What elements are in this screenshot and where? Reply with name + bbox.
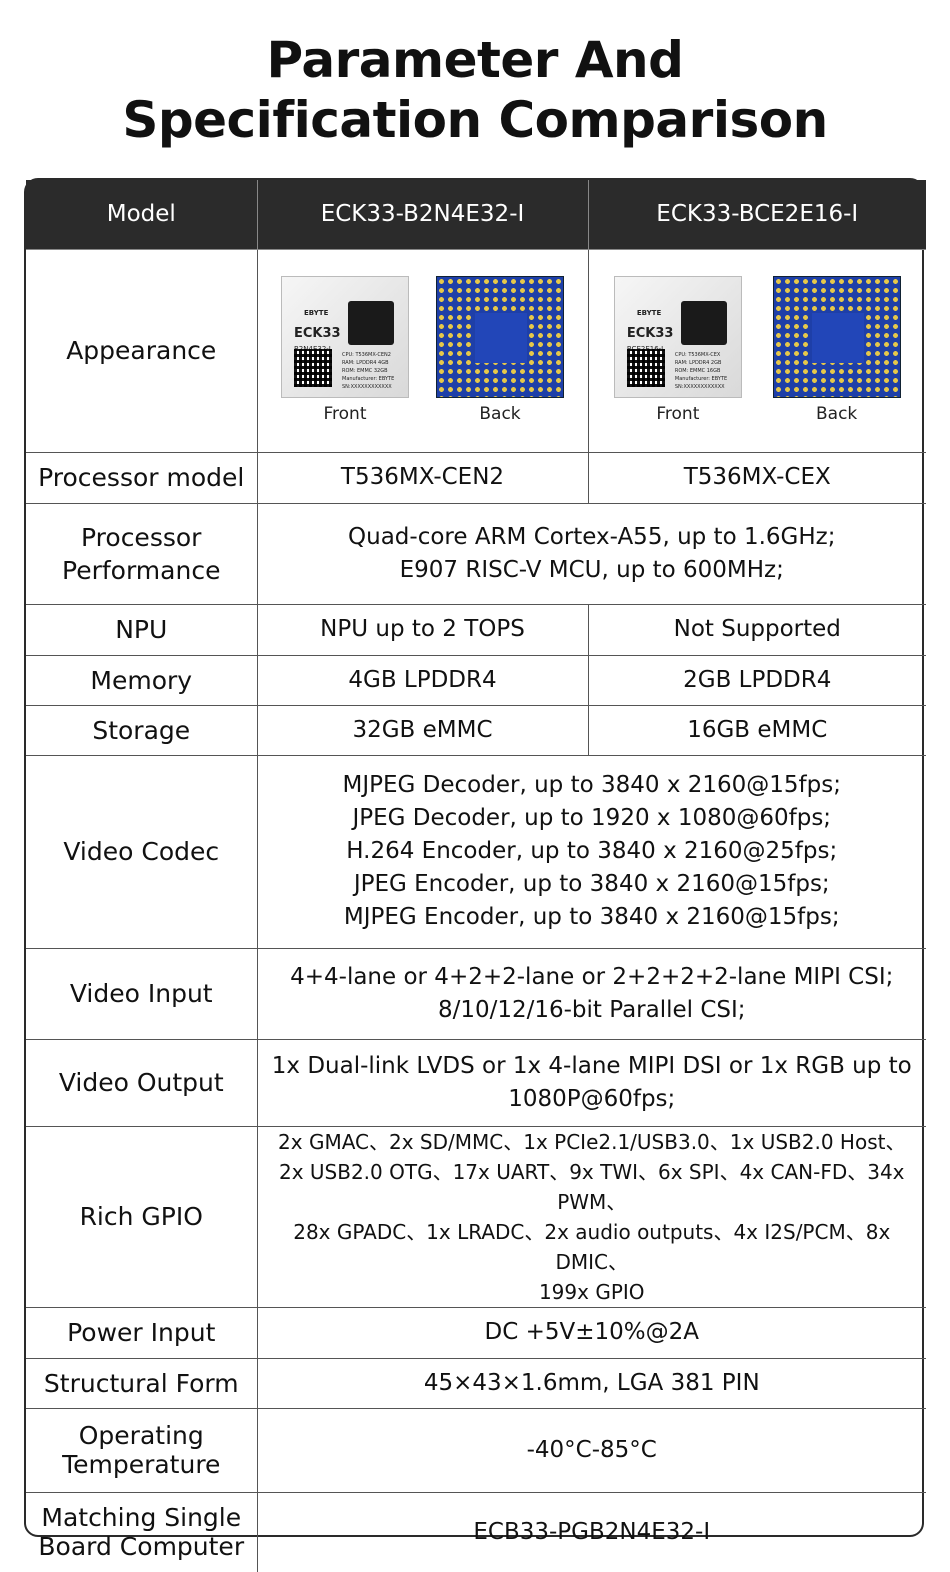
label-storage: Storage xyxy=(26,704,258,756)
row-operating-temperature: Operating Temperature -40°C-85°C xyxy=(26,1407,926,1493)
row-memory: Memory 4GB LPDDR4 2GB LPDDR4 xyxy=(26,654,926,706)
row-appearance: Appearance EBYTE ECK33 B2N4E32-I CPU: T5… xyxy=(26,248,926,453)
caption-back: Back xyxy=(815,403,858,424)
label-rich-gpio: Rich GPIO xyxy=(26,1125,258,1308)
row-storage: Storage 32GB eMMC 16GB eMMC xyxy=(26,704,926,756)
label-appearance: Appearance xyxy=(26,248,258,453)
row-processor-performance: Processor Performance Quad-core ARM Cort… xyxy=(26,502,926,605)
label-processor-performance: Processor Performance xyxy=(26,502,258,605)
label-video-input: Video Input xyxy=(26,947,258,1040)
row-processor-model: Processor model T536MX-CEN2 T536MX-CEX xyxy=(26,451,926,504)
memory-col2: 2GB LPDDR4 xyxy=(587,654,926,706)
chip-brand: EBYTE xyxy=(304,308,329,317)
header-col1: ECK33-B2N4E32-I xyxy=(256,180,589,250)
label-operating-temperature: Operating Temperature xyxy=(26,1407,258,1493)
qr-code-icon xyxy=(294,348,332,387)
header-col2: ECK33-BCE2E16-I xyxy=(587,180,926,250)
title-line-1: Parameter And xyxy=(266,31,684,89)
label-power-input: Power Input xyxy=(26,1306,258,1359)
appearance-col2: EBYTE ECK33 BCE2E16-I CPU: T536MX-CEXRAM… xyxy=(587,248,926,453)
processor-performance-value: Quad-core ARM Cortex-A55, up to 1.6GHz; … xyxy=(256,502,926,605)
chip-brand: EBYTE xyxy=(636,308,662,317)
storage-col1: 32GB eMMC xyxy=(256,704,589,756)
operating-temperature-value: -40°C-85°C xyxy=(256,1407,926,1493)
header-model: Model xyxy=(26,180,258,250)
chip-die xyxy=(680,300,727,345)
rich-gpio-value: 2x GMAC、2x SD/MMC、1x PCIe2.1/USB3.0、1x U… xyxy=(256,1125,926,1308)
npu-col1: NPU up to 2 TOPS xyxy=(256,603,589,656)
label-matching-sbc: Matching Single Board Computer xyxy=(26,1491,258,1572)
power-input-value: DC +5V±10%@2A xyxy=(256,1306,926,1359)
label-video-codec: Video Codec xyxy=(26,754,258,949)
chip-back-image xyxy=(436,275,564,398)
chip-front-image: EBYTE ECK33 B2N4E32-I CPU: T536MX-CEN2RA… xyxy=(281,275,409,398)
qr-code-icon xyxy=(626,348,665,387)
row-structural-form: Structural Form 45×43×1.6mm, LGA 381 PIN xyxy=(26,1357,926,1409)
row-matching-sbc: Matching Single Board Computer ECB33-PGB… xyxy=(26,1491,926,1572)
processor-model-col2: T536MX-CEX xyxy=(587,451,926,504)
row-video-output: Video Output 1x Dual-link LVDS or 1x 4-l… xyxy=(26,1038,926,1127)
row-video-input: Video Input 4+4-lane or 4+2+2-lane or 2+… xyxy=(26,947,926,1040)
chip-die xyxy=(348,300,394,345)
processor-model-col1: T536MX-CEN2 xyxy=(256,451,589,504)
chip-front-image: EBYTE ECK33 BCE2E16-I CPU: T536MX-CEXRAM… xyxy=(613,275,742,398)
label-memory: Memory xyxy=(26,654,258,706)
memory-col1: 4GB LPDDR4 xyxy=(256,654,589,706)
row-power-input: Power Input DC +5V±10%@2A xyxy=(26,1306,926,1359)
caption-back: Back xyxy=(479,403,521,424)
caption-front: Front xyxy=(656,403,700,424)
row-video-codec: Video Codec MJPEG Decoder, up to 3840 x … xyxy=(26,754,926,949)
label-structural-form: Structural Form xyxy=(26,1357,258,1409)
matching-sbc-value: ECB33-PGB2N4E32-I xyxy=(256,1491,926,1572)
chip-back-image xyxy=(772,275,901,398)
label-npu: NPU xyxy=(26,603,258,656)
chip-model: ECK33 xyxy=(626,325,674,341)
label-video-output: Video Output xyxy=(26,1038,258,1127)
spec-table: Model ECK33-B2N4E32-I ECK33-BCE2E16-I Ap… xyxy=(24,178,926,1572)
video-codec-value: MJPEG Decoder, up to 3840 x 2160@15fps; … xyxy=(256,754,926,949)
label-processor-model: Processor model xyxy=(26,451,258,504)
storage-col2: 16GB eMMC xyxy=(587,704,926,756)
structural-form-value: 45×43×1.6mm, LGA 381 PIN xyxy=(256,1357,926,1409)
row-npu: NPU NPU up to 2 TOPS Not Supported xyxy=(26,603,926,656)
header-row: Model ECK33-B2N4E32-I ECK33-BCE2E16-I xyxy=(26,180,926,250)
video-input-value: 4+4-lane or 4+2+2-lane or 2+2+2+2-lane M… xyxy=(256,947,926,1040)
page-title: Parameter And Specification Comparison xyxy=(0,30,950,150)
chip-model: ECK33 xyxy=(294,325,341,341)
npu-col2: Not Supported xyxy=(587,603,926,656)
row-rich-gpio: Rich GPIO 2x GMAC、2x SD/MMC、1x PCIe2.1/U… xyxy=(26,1125,926,1308)
title-line-2: Specification Comparison xyxy=(122,91,828,149)
video-output-value: 1x Dual-link LVDS or 1x 4-lane MIPI DSI … xyxy=(256,1038,926,1127)
appearance-col1: EBYTE ECK33 B2N4E32-I CPU: T536MX-CEN2RA… xyxy=(256,248,589,453)
caption-front: Front xyxy=(323,403,367,424)
